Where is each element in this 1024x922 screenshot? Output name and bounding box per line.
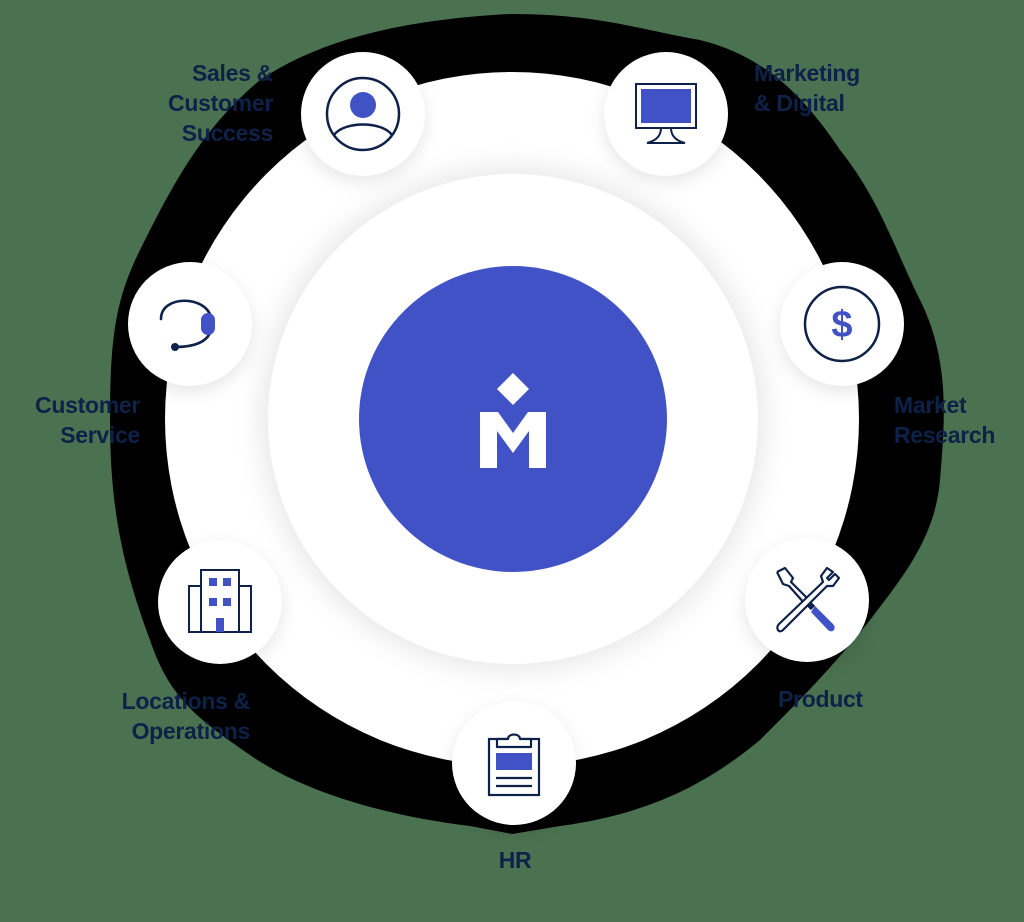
- building-icon: [188, 569, 252, 633]
- node-customer-service[interactable]: [128, 262, 252, 386]
- node-product[interactable]: [745, 538, 869, 662]
- node-market-research[interactable]: $: [780, 262, 904, 386]
- svg-text:$: $: [831, 304, 852, 346]
- headset-icon: [159, 299, 215, 351]
- label-product: Product: [778, 686, 863, 712]
- label-market-research: Market Research: [894, 392, 996, 448]
- clipboard-icon: [487, 733, 541, 797]
- label-locations-operations: Locations & Operations: [121, 688, 251, 744]
- label-hr: HR: [498, 847, 532, 873]
- label-marketing-digital: Marketing & Digital: [754, 60, 860, 116]
- monitor-icon: [635, 83, 697, 144]
- label-sales-customer-success: Sales & Customer Success: [168, 60, 273, 146]
- dollar-circle-icon: $: [803, 285, 881, 363]
- label-customer-service: Customer Service: [35, 392, 140, 448]
- node-sales-customer-success[interactable]: [301, 52, 425, 176]
- wrench-screwdriver-icon: [776, 566, 841, 633]
- m-diamond-logo-icon: [480, 373, 546, 468]
- node-marketing-digital[interactable]: [604, 52, 728, 176]
- center-logo[interactable]: [359, 266, 667, 572]
- user-circle-icon: [325, 76, 401, 152]
- node-locations-operations[interactable]: [158, 540, 282, 664]
- node-hr[interactable]: [452, 701, 576, 825]
